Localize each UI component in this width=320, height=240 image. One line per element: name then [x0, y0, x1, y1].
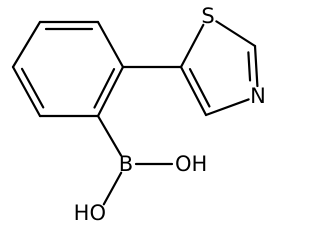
- bond-C2-C3: [96, 20, 125, 69]
- bond-C7-S: [179, 23, 205, 69]
- bond-C8-N: [253, 44, 259, 88]
- bond-C1-B: [96, 114, 123, 157]
- atom-label-o1: OH: [175, 152, 207, 176]
- bond-S-C8: [215, 20, 257, 48]
- bond-C4-C5: [11, 20, 42, 69]
- bond-C5-C6: [11, 65, 42, 118]
- bond-C9-C7: [179, 65, 208, 117]
- structure-diagram: S N B OH HO: [11, 4, 266, 225]
- atom-label-b: B: [119, 152, 133, 176]
- bond-C8-N-inner: [247, 51, 252, 82]
- atom-label-o2: HO: [74, 201, 106, 225]
- atom-label-layer: S N B OH HO: [74, 4, 266, 225]
- bond-B-O2: [102, 171, 123, 206]
- bond-C1-C2: [96, 65, 125, 118]
- bond-C9-C7-inner: [188, 67, 211, 108]
- atom-label-n: N: [250, 84, 266, 108]
- bond-C5-C6-inner: [20, 67, 45, 109]
- bond-N-C9: [204, 98, 250, 117]
- atom-label-s: S: [201, 4, 214, 28]
- bond-C1-C2-inner: [93, 68, 116, 109]
- bond-layer: [11, 20, 259, 206]
